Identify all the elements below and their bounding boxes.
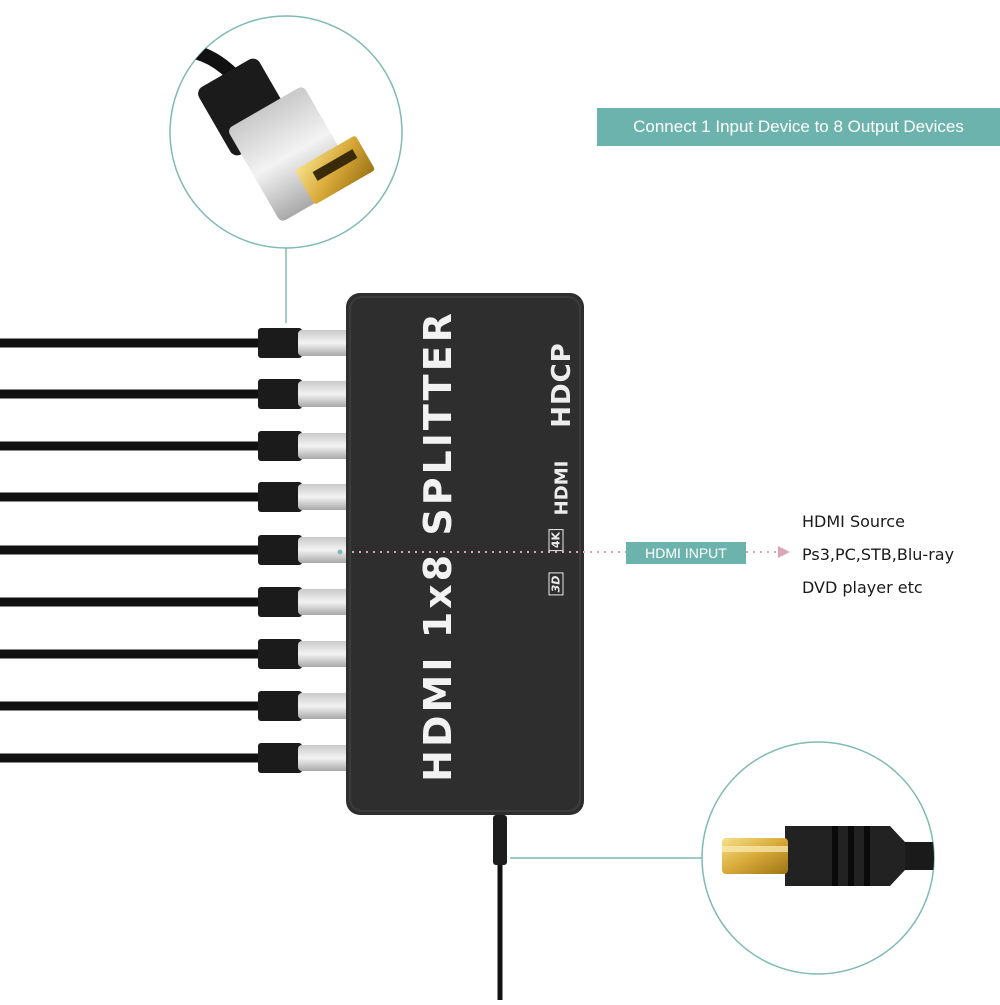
3d-logo: 3D	[548, 572, 564, 596]
source-line-2: Ps3,PC,STB,Blu-ray	[802, 545, 955, 564]
splitter-body	[346, 293, 584, 815]
hdmi-cable-7	[0, 691, 350, 721]
output-cables	[0, 328, 350, 773]
4k-logo: 4K	[548, 528, 564, 552]
input-port-dot	[337, 549, 343, 555]
hdmi-input-label: HDMI INPUT	[626, 542, 746, 564]
dc-power-jack-icon	[722, 826, 934, 886]
hdmi-cable-8	[0, 743, 350, 773]
hdmi-cable-6	[0, 639, 350, 669]
hdmi-cable-5	[0, 587, 350, 617]
source-description: HDMI Source Ps3,PC,STB,Blu-ray DVD playe…	[802, 505, 992, 604]
hdmi-input-cable	[0, 535, 350, 565]
source-line-3: DVD player etc	[802, 578, 923, 597]
feature-banner: Connect 1 Input Device to 8 Output Devic…	[597, 108, 1000, 146]
hdmi-cable-2	[0, 379, 350, 409]
arrow-right-icon	[778, 546, 790, 558]
hdmi-cable-4	[0, 482, 350, 512]
hdmi-plug-icon	[170, 43, 375, 221]
hdmi-cable-3	[0, 431, 350, 461]
hdmi-cable-1	[0, 328, 350, 358]
hdcp-logo: HDCP	[547, 342, 577, 428]
hdmi-logo: HDMI	[551, 460, 573, 516]
device-title: HDMI 1x8 SPLITTER	[416, 310, 460, 782]
source-line-1: HDMI Source	[802, 512, 905, 531]
